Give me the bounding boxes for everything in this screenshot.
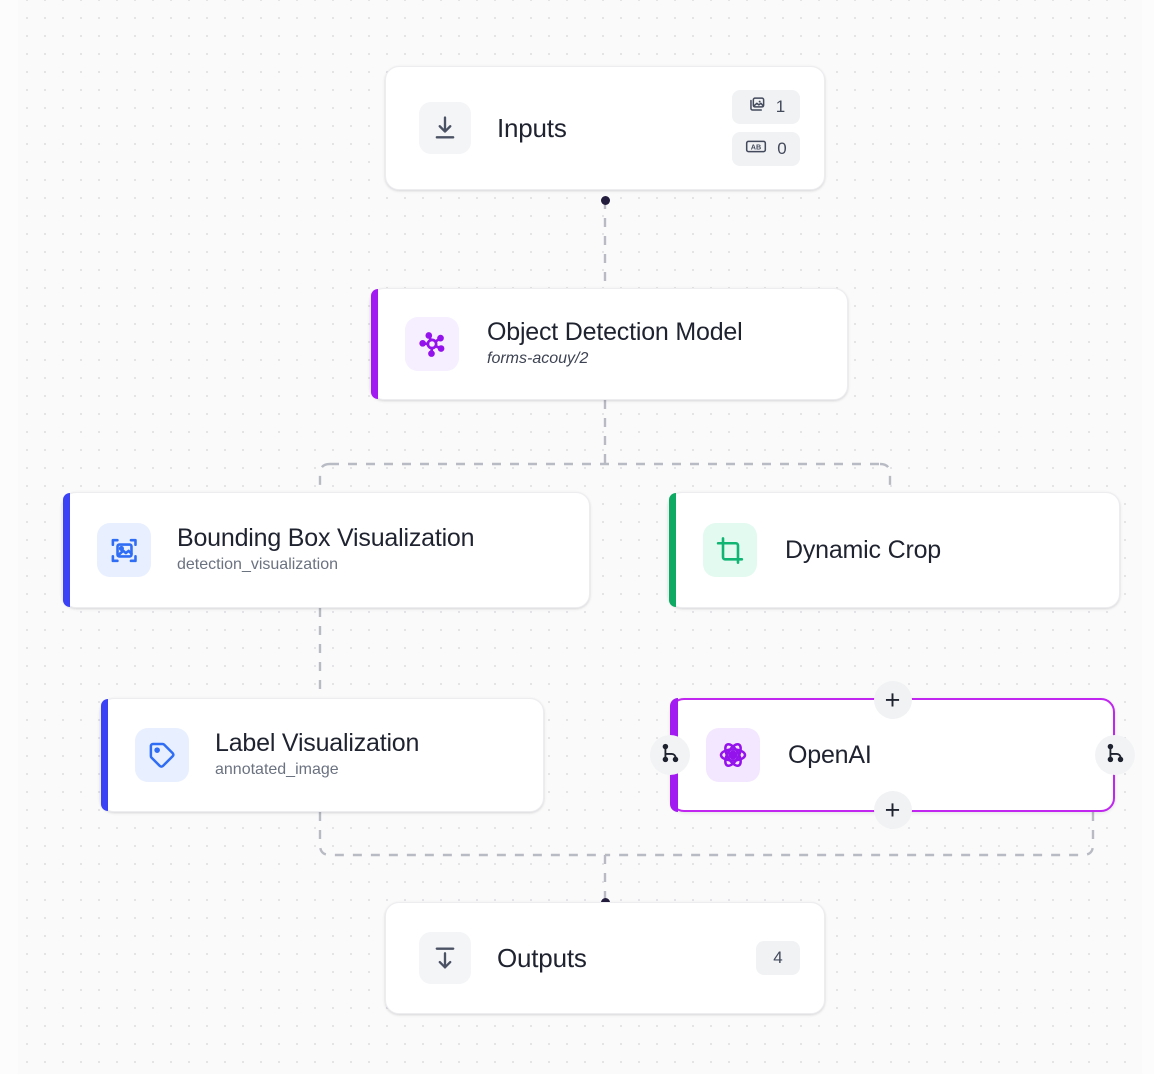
canvas-left-gutter: [0, 0, 18, 1074]
inputs-badge-text: AB 0: [732, 132, 800, 166]
node-openai-labels: OpenAI: [788, 741, 872, 770]
node-label-visualization-labels: Label Visualization annotated_image: [215, 729, 419, 781]
molecule-icon: [405, 317, 459, 371]
node-outputs[interactable]: Outputs 4: [385, 902, 825, 1014]
node-inputs[interactable]: Inputs 1 AB: [385, 66, 825, 190]
inputs-images-count: 1: [775, 97, 786, 116]
image-box-icon: [97, 523, 151, 577]
add-node-above-button[interactable]: +: [873, 681, 912, 719]
node-accent-bar: [101, 699, 108, 811]
plus-icon: +: [884, 794, 901, 825]
svg-text:AB: AB: [751, 142, 761, 151]
node-dynamic-crop[interactable]: Dynamic Crop: [668, 492, 1120, 608]
outputs-badge-count: 4: [756, 941, 800, 975]
connection-dot-inputs-output: [601, 196, 610, 205]
inputs-badge-images: 1: [732, 90, 800, 124]
node-object-detection-title: Object Detection Model: [487, 318, 743, 347]
canvas-right-gutter: [1142, 0, 1154, 1074]
outputs-badge-group: 4: [756, 941, 800, 975]
node-bounding-box-visualization[interactable]: Bounding Box Visualization detection_vis…: [62, 492, 590, 608]
node-openai-title: OpenAI: [788, 740, 872, 769]
branch-icon: [659, 742, 681, 769]
text-ab-icon: AB: [745, 137, 767, 161]
node-openai[interactable]: OpenAI + +: [650, 681, 1135, 829]
outputs-count: 4: [773, 948, 783, 967]
node-outputs-title: Outputs: [497, 942, 587, 973]
download-icon: [419, 102, 471, 154]
inputs-text-count: 0: [777, 139, 787, 158]
node-label-visualization[interactable]: Label Visualization annotated_image: [100, 698, 544, 812]
add-node-below-button[interactable]: +: [873, 791, 912, 829]
node-bounding-box-labels: Bounding Box Visualization detection_vis…: [177, 524, 475, 576]
node-accent-bar: [371, 289, 378, 399]
node-accent-bar: [669, 493, 676, 607]
node-label-visualization-title: Label Visualization: [215, 729, 420, 758]
node-object-detection-subtitle: forms-acouy/2: [487, 349, 589, 367]
branch-icon: [1104, 742, 1126, 769]
branch-handle-left[interactable]: [650, 735, 690, 775]
plus-icon: +: [884, 684, 901, 715]
inputs-badge-group: 1 AB 0: [732, 90, 800, 166]
branch-handle-right[interactable]: [1095, 735, 1135, 775]
node-dynamic-crop-labels: Dynamic Crop: [785, 536, 941, 565]
upload-arrow-down-icon: [419, 932, 471, 984]
node-object-detection-labels: Object Detection Model forms-acouy/2: [487, 318, 743, 370]
tag-icon: [135, 728, 189, 782]
node-bounding-box-title: Bounding Box Visualization: [177, 524, 475, 553]
node-accent-bar: [63, 493, 70, 607]
crop-icon: [703, 523, 757, 577]
atom-icon: [706, 728, 760, 782]
images-icon: [747, 95, 766, 119]
node-bounding-box-subtitle: detection_visualization: [177, 555, 338, 573]
node-label-visualization-subtitle: annotated_image: [215, 760, 339, 778]
node-dynamic-crop-title: Dynamic Crop: [785, 535, 941, 564]
node-inputs-title: Inputs: [497, 112, 567, 143]
node-object-detection-model[interactable]: Object Detection Model forms-acouy/2: [370, 288, 848, 400]
